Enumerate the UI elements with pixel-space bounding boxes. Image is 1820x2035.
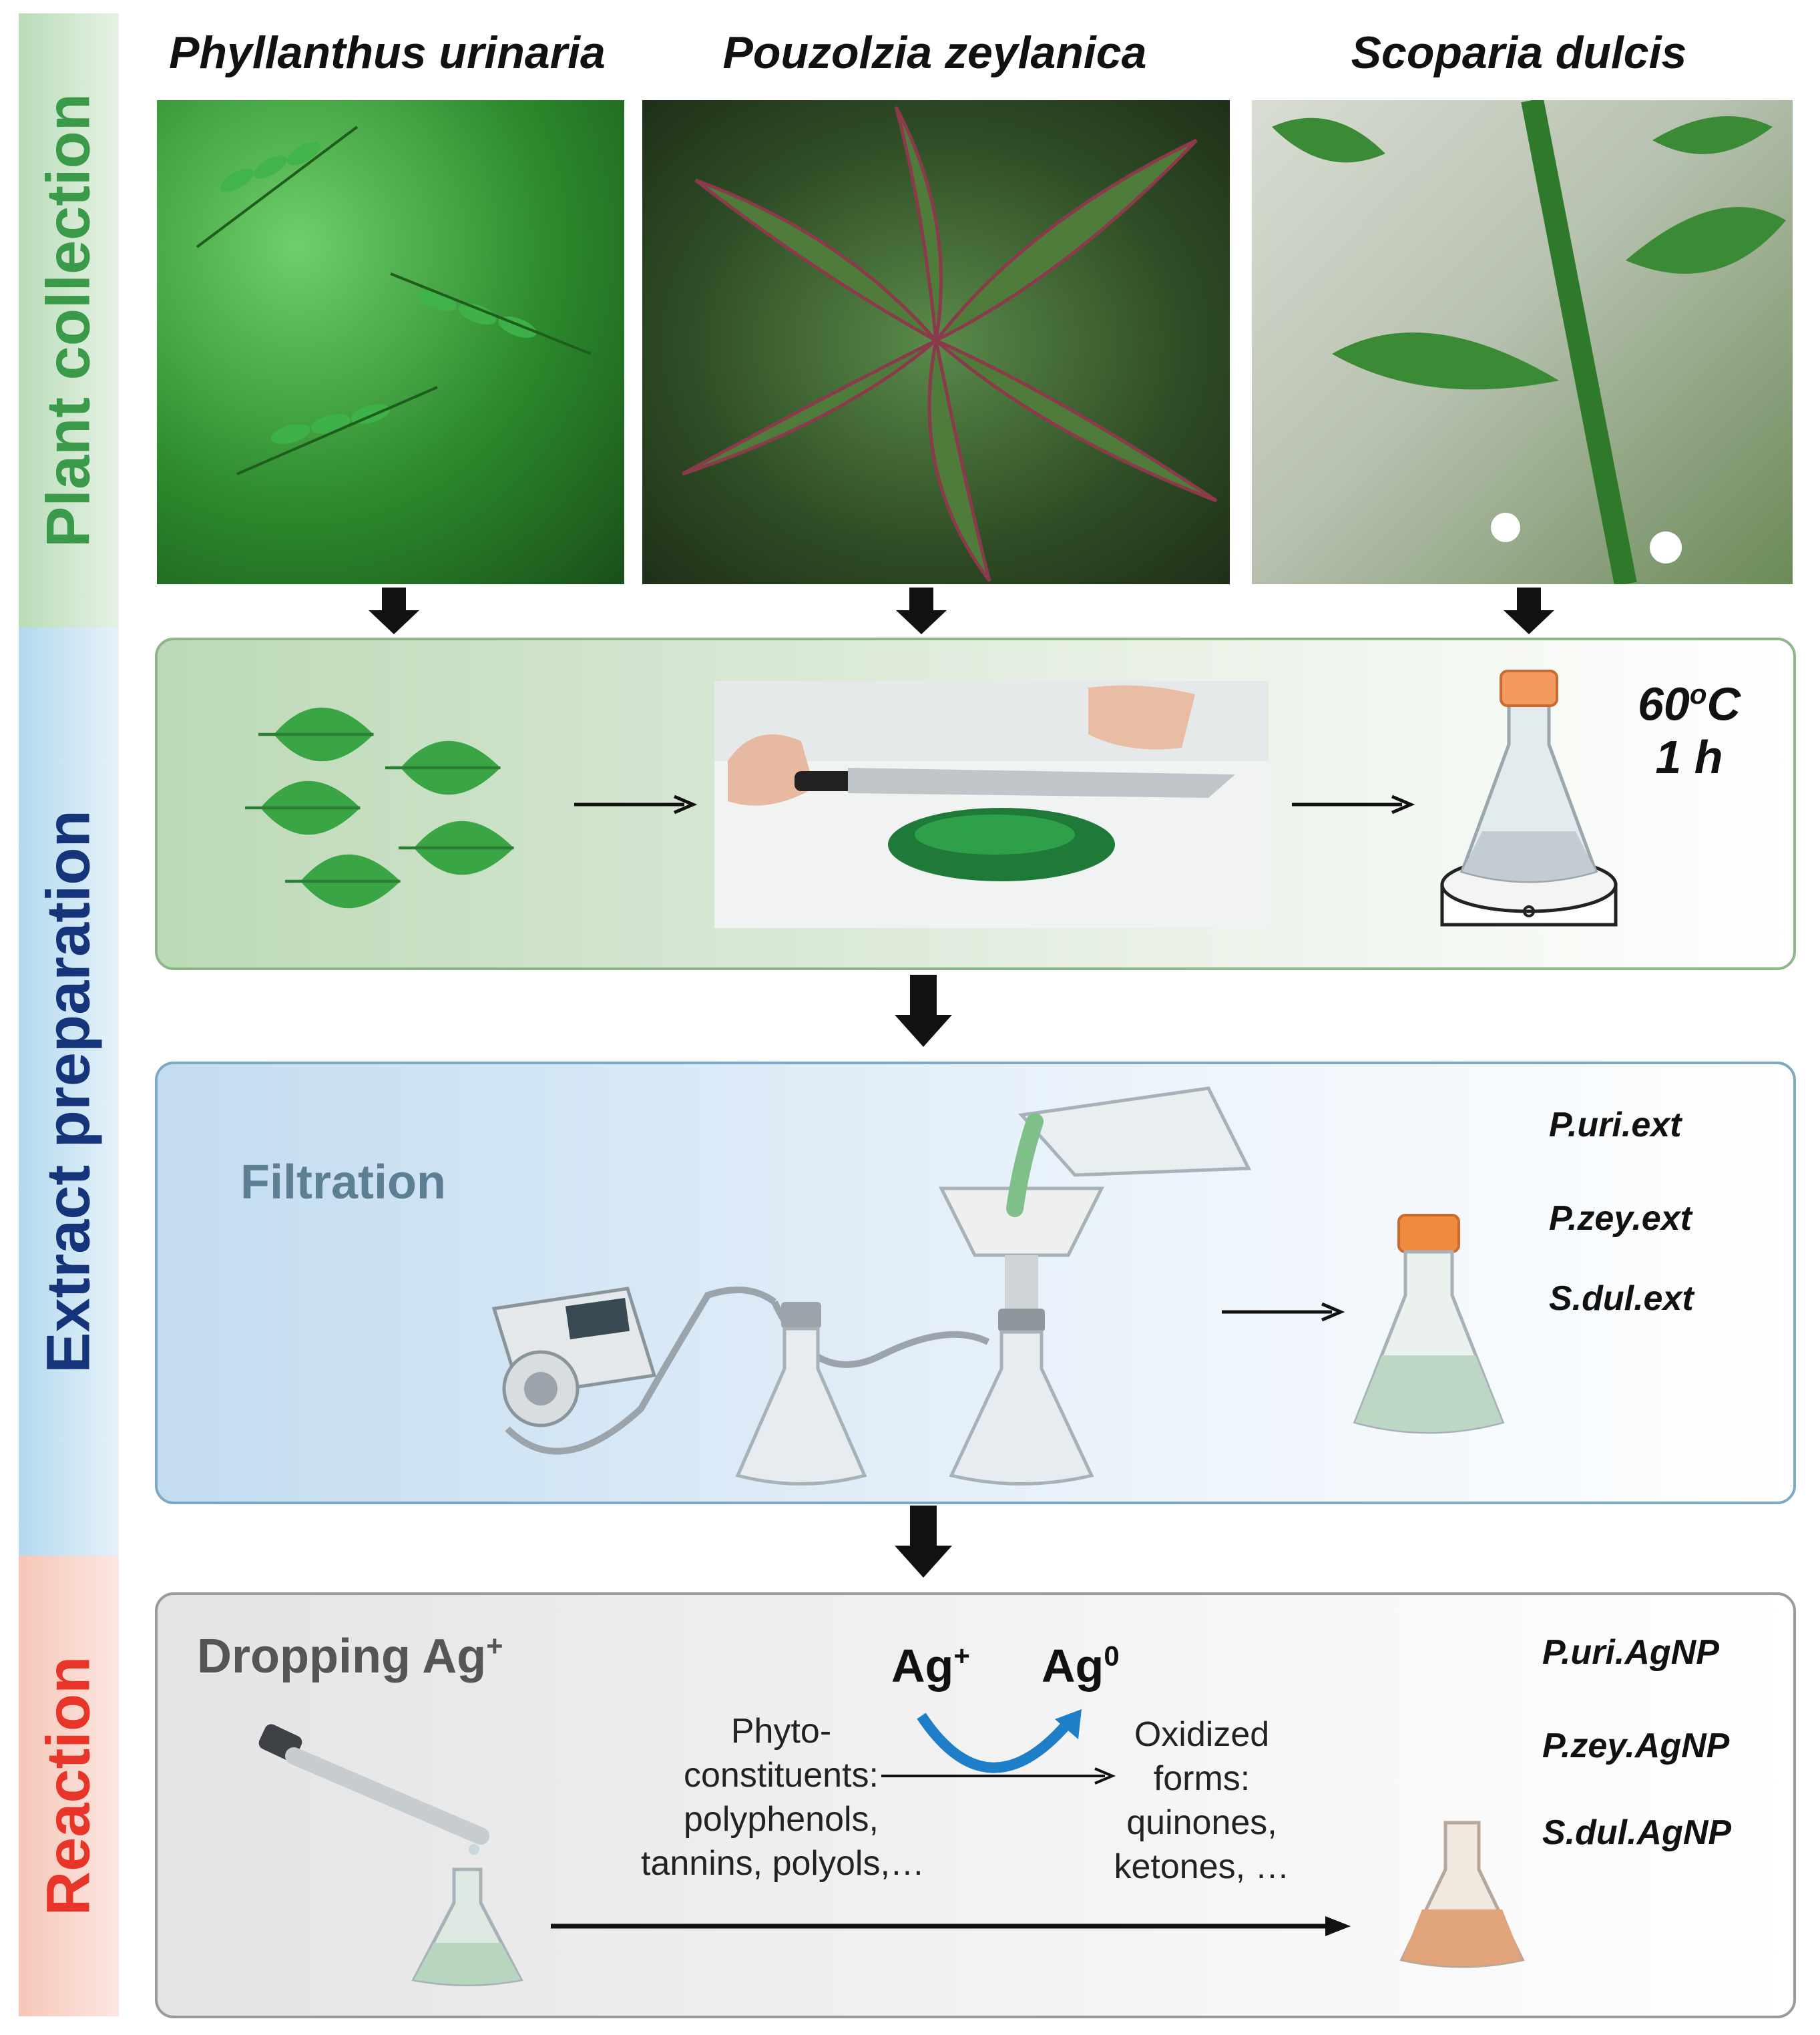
ag-metal-label: Ag0 <box>1042 1640 1120 1692</box>
vacuum-pump-icon <box>491 1287 657 1427</box>
product-label-p-zey: P.zey.AgNP <box>1542 1727 1730 1765</box>
filter-flask-1 <box>735 1302 867 1486</box>
arrow-down-pouzolzia <box>896 588 947 634</box>
reaction-band: Reaction <box>19 1556 119 2016</box>
reducers-line-1: Phyto- <box>730 1712 832 1751</box>
species-title-pouzolzia: Pouzolzia zeylanica <box>722 27 1147 78</box>
dropping-ag-title: Dropping Ag+ <box>197 1630 503 1683</box>
heating-duration: 1 h <box>1655 731 1723 784</box>
reduction-curved-arrow <box>917 1709 1082 1773</box>
filtration-title: Filtration <box>240 1156 446 1209</box>
extract-preparation-band: Extract preparation <box>19 628 119 1556</box>
plant-collection-label: Plant collection <box>34 93 103 547</box>
pouzolzia-photo <box>642 100 1230 584</box>
extract-label-s-dul: S.dul.ext <box>1549 1279 1694 1318</box>
leaves-icon <box>247 688 574 928</box>
extract-flask-icon <box>1353 1214 1505 1434</box>
buchner-funnel-flask <box>938 1186 1105 1486</box>
heating-temperature: 60oC <box>1637 678 1741 730</box>
pouring-flask-icon <box>1006 1086 1251 1217</box>
oxidized-forms-text: Oxidized forms: quinones, ketones, … <box>1095 1713 1309 1889</box>
phyllanthus-photo <box>157 100 624 584</box>
extract-label-p-uri: P.uri.ext <box>1549 1106 1682 1144</box>
extract-preparation-label: Extract preparation <box>34 810 103 1373</box>
phytoconstituents-text: Phyto- constituents: polyphenols, tannin… <box>641 1709 925 1885</box>
product-label-p-uri: P.uri.AgNP <box>1542 1633 1719 1672</box>
arrow-right-3 <box>1222 1302 1345 1322</box>
reaction-arrow-long <box>551 1916 1351 1936</box>
dropper-flask-icon <box>258 1724 523 1986</box>
species-title-phyllanthus: Phyllanthus urinaria <box>169 27 606 78</box>
arrow-down-to-filtration <box>895 975 952 1047</box>
extract-label-p-zey: P.zey.ext <box>1549 1199 1692 1238</box>
reducers-line-4: tannins, polyols,… <box>641 1844 925 1883</box>
arrow-right-2 <box>1292 795 1415 815</box>
oxidized-line-2: forms: <box>1153 1759 1250 1798</box>
reaction-arrow-thin <box>881 1767 1116 1785</box>
scoparia-photo <box>1252 100 1793 584</box>
species-title-scoparia: Scoparia dulcis <box>1351 27 1687 78</box>
oxidized-line-4: ketones, … <box>1114 1847 1290 1886</box>
scoparia-leaves-graphic <box>1272 100 1786 584</box>
arrow-down-phyllanthus <box>369 588 419 634</box>
reducers-line-3: polyphenols, <box>684 1800 879 1839</box>
plant-collection-band: Plant collection <box>19 13 119 628</box>
arrow-down-scoparia <box>1504 588 1554 634</box>
chopping-graphic <box>714 681 1269 881</box>
phyllanthus-leaves-graphic <box>196 126 592 475</box>
pouzolzia-leaves-graphic <box>681 105 1218 582</box>
ag-ion-label: Ag+ <box>891 1640 970 1692</box>
reaction-label: Reaction <box>34 1656 103 1916</box>
arrow-right-1 <box>574 795 698 815</box>
oxidized-line-3: quinones, <box>1126 1803 1277 1842</box>
product-label-s-dul: S.dul.AgNP <box>1542 1813 1732 1852</box>
agnp-flask-icon <box>1399 1821 1525 1968</box>
chopping-photo <box>714 681 1269 928</box>
reducers-line-2: constituents: <box>684 1756 879 1795</box>
oxidized-line-1: Oxidized <box>1134 1715 1270 1754</box>
arrow-down-to-reaction <box>895 1506 952 1578</box>
heating-flask-icon <box>1440 670 1618 927</box>
heating-conditions: 60oC 1 h <box>1616 668 1763 784</box>
